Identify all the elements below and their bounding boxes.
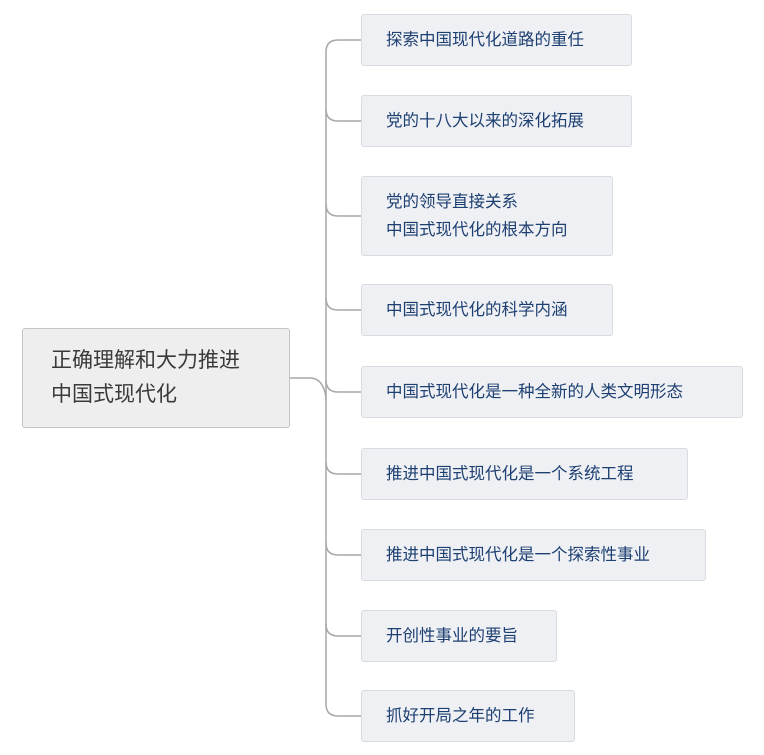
branch-label-line-1: 党的领导直接关系 [386,192,518,211]
branch-label: 推进中国式现代化是一个系统工程 [386,464,634,483]
branch-connector [325,297,361,311]
branch-connector [325,623,361,637]
branch-label: 探索中国现代化道路的重任 [386,30,584,49]
branch-label: 中国式现代化是一种全新的人类文明形态 [386,382,683,401]
branch-label: 开创性事业的要旨 [386,626,518,645]
branch-label: 抓好开局之年的工作 [386,706,535,725]
root-connector [290,377,327,401]
root-label-line-2: 中国式现代化 [51,382,177,406]
branch-connector [325,108,361,122]
branch-node-2[interactable]: 党的十八大以来的深化拓展 [361,95,632,147]
branch-node-9[interactable]: 抓好开局之年的工作 [361,690,575,742]
branch-node-8[interactable]: 开创性事业的要旨 [361,610,557,662]
branch-connector [325,379,361,393]
root-label-line-1: 正确理解和大力推进 [51,348,240,372]
branch-node-5[interactable]: 中国式现代化是一种全新的人类文明形态 [361,366,743,418]
branch-connector [325,203,361,217]
branch-node-1[interactable]: 探索中国现代化道路的重任 [361,14,632,66]
branch-connector [325,542,361,556]
branch-node-7[interactable]: 推进中国式现代化是一个探索性事业 [361,529,706,581]
branch-label: 党的十八大以来的深化拓展 [386,111,584,130]
branch-label: 推进中国式现代化是一个探索性事业 [386,545,650,564]
branch-label-line-2: 中国式现代化的根本方向 [386,220,568,239]
trunk-line [325,39,339,717]
root-node[interactable]: 正确理解和大力推进 中国式现代化 [22,328,290,428]
branch-label: 中国式现代化的科学内涵 [386,300,568,319]
branch-node-6[interactable]: 推进中国式现代化是一个系统工程 [361,448,688,500]
branch-connector [325,461,361,475]
branch-node-3[interactable]: 党的领导直接关系 中国式现代化的根本方向 [361,176,613,256]
branch-node-4[interactable]: 中国式现代化的科学内涵 [361,284,613,336]
